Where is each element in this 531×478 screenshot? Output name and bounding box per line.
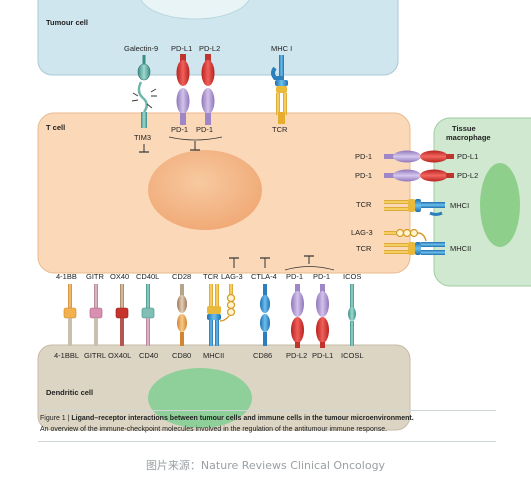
lig-icosl-label: ICOSL [341, 351, 364, 360]
lig-pdl1-label: PD-L1 [312, 351, 333, 360]
pd1-top-a-label: PD-1 [171, 125, 188, 134]
macrophage-label-line2: macrophage [446, 133, 491, 142]
figure-caption-title: Figure 1 | Ligand–receptor interactions … [40, 414, 510, 424]
tcr-right-b-label: TCR [356, 244, 372, 253]
tcr-mhc2-bottom-pair [207, 284, 221, 346]
ox40-pair [115, 284, 129, 346]
mhc1-tcr-top-pair [271, 55, 288, 124]
tcr-top-label: TCR [272, 125, 288, 134]
macrophage-cell: Tissue macrophage [433, 117, 531, 287]
41bb-pair [63, 284, 77, 346]
tim3-label: TIM3 [134, 133, 151, 142]
dendritic-cell-label: Dendritic cell [46, 388, 93, 397]
mhc1-right-label: MHCI [450, 201, 469, 210]
galectin9-label: Galectin-9 [124, 44, 158, 53]
rec-cd28-label: CD28 [172, 272, 191, 281]
lag3-bottom [219, 284, 236, 322]
cd28-cd80-pair [177, 284, 187, 346]
rec-lag3-label: LAG-3 [221, 272, 243, 281]
pdl1-pd1-top-pair [176, 54, 190, 125]
tumour-nucleus [140, 0, 250, 20]
gitr-pair [89, 284, 103, 346]
pd1-right-b-label: PD-1 [355, 171, 372, 180]
dendritic-nucleus [148, 368, 252, 428]
pdl1-right-label: PD-L1 [457, 152, 478, 161]
macrophage-label-line1: Tissue [452, 124, 476, 133]
rec-pd1b-label: PD-1 [313, 272, 330, 281]
tcr-mhc2-right-pair [384, 242, 445, 255]
bottom-ligand-labels: 4-1BBL GITRL OX40L CD40 CD80 MHCII CD86 … [54, 351, 364, 360]
lag3-right-label: LAG-3 [351, 228, 373, 237]
pd1-right-a-label: PD-1 [355, 152, 372, 161]
figure-caption-body: An overview of the immune-checkpoint mol… [40, 426, 388, 433]
galectin9-tim3-complex [131, 55, 157, 128]
ctla4-cd86-pair [260, 284, 270, 346]
lig-pdl2-label: PD-L2 [286, 351, 307, 360]
lig-gitrl-label: GITRL [84, 351, 106, 360]
pd1-pdl2-bottom-pair [291, 284, 304, 348]
lig-cd86-label: CD86 [253, 351, 272, 360]
pd1-pdl1-right-pair [384, 150, 454, 163]
rec-41bb-label: 4-1BB [56, 272, 77, 281]
lig-ox40l-label: OX40L [108, 351, 131, 360]
tcr-mhc1-right-pair [384, 199, 445, 216]
rec-icos-label: ICOS [343, 272, 361, 281]
pdl2-pd1-top-pair [201, 54, 215, 125]
dendritic-cell: Dendritic cell [37, 344, 411, 431]
pdl1-top-label: PD-L1 [171, 44, 192, 53]
caption-divider-top [38, 410, 496, 411]
rec-pd1a-label: PD-1 [286, 272, 303, 281]
mhc1-top-label: MHC I [271, 44, 292, 53]
mhc2-right-label: MHCII [450, 244, 471, 253]
glycan-marks [131, 88, 157, 109]
caption-title: Ligand–receptor interactions between tum… [71, 415, 414, 422]
t-cell: T cell [37, 112, 411, 274]
cd40l-pair [141, 284, 155, 346]
image-source: 图片来源：Nature Reviews Clinical Oncology [145, 459, 386, 472]
rec-ox40-label: OX40 [110, 272, 129, 281]
lig-mhc2-label: MHCII [203, 351, 224, 360]
bottom-inhibit-marks [229, 255, 335, 271]
pd1-pdl2-right-pair [384, 169, 454, 182]
t-cell-label: T cell [46, 123, 65, 132]
pd1-top-b-label: PD-1 [196, 125, 213, 134]
rec-cd40l-label: CD40L [136, 272, 159, 281]
lag3-right [384, 228, 427, 242]
pd1-pdl1-bottom-pair [316, 284, 329, 348]
pdl2-right-label: PD-L2 [457, 171, 478, 180]
bottom-receptor-labels: 4-1BB GITR OX40 CD40L CD28 TCR LAG-3 CTL… [56, 272, 361, 281]
rec-gitr-label: GITR [86, 272, 104, 281]
caption-divider-bottom [38, 441, 496, 442]
lig-cd40-label: CD40 [139, 351, 158, 360]
caption-prefix: Figure 1 | [40, 415, 72, 422]
icos-icosl-pair [348, 284, 356, 346]
tumour-cell: Tumour cell [37, 0, 399, 76]
pdl2-top-label: PD-L2 [199, 44, 220, 53]
tumour-cell-label: Tumour cell [46, 18, 88, 27]
lig-41bbl-label: 4-1BBL [54, 351, 79, 360]
rec-ctla4-label: CTLA-4 [251, 272, 277, 281]
pd1-bracket [168, 136, 223, 141]
rec-tcr-label: TCR [203, 272, 219, 281]
t-cell-nucleus [148, 150, 262, 230]
lig-cd80-label: CD80 [172, 351, 191, 360]
tcr-right-a-label: TCR [356, 200, 372, 209]
macrophage-nucleus [480, 163, 520, 247]
